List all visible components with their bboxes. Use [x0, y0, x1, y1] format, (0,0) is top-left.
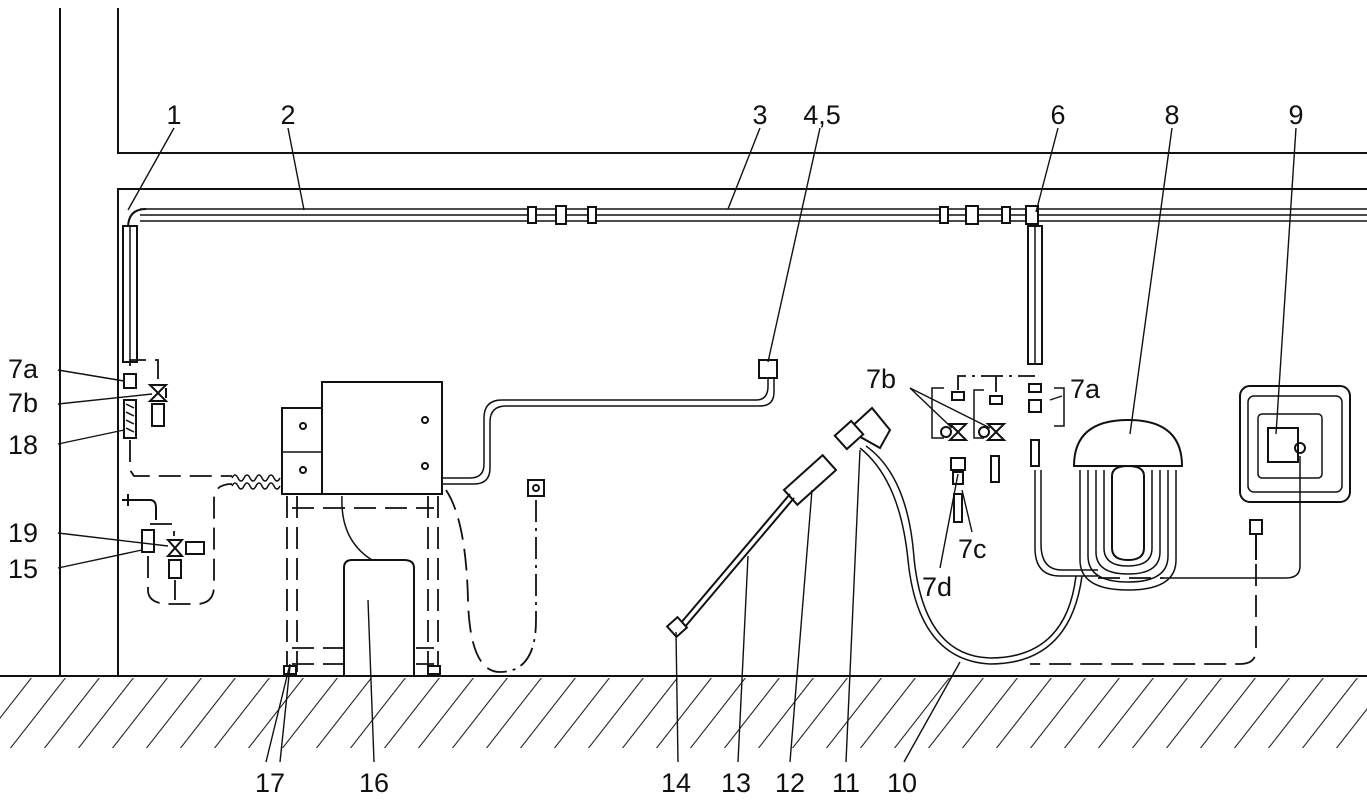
spray-gun [665, 406, 1083, 665]
building-walls [59, 8, 1367, 676]
callout-19: 19 [8, 518, 38, 548]
callout-7d: 7d [922, 572, 952, 602]
right-valve-options [931, 375, 1065, 523]
callout-7a-right: 7a [1070, 374, 1101, 404]
floor [0, 675, 1367, 748]
callout-16: 16 [359, 768, 389, 798]
left-valve-group [123, 359, 232, 477]
inlet-coil [231, 474, 281, 490]
callout-9: 9 [1288, 100, 1303, 130]
callout-18: 18 [8, 430, 38, 460]
callout-1: 1 [166, 100, 181, 130]
callout-13: 13 [721, 768, 751, 798]
power-cable [445, 479, 545, 673]
callout-4-5: 4,5 [803, 100, 841, 130]
right-down-pipe [1027, 225, 1043, 365]
hose-reel [1034, 418, 1184, 591]
control-box [1030, 385, 1351, 665]
main-unit [281, 381, 443, 495]
callout-14: 14 [661, 768, 691, 798]
callout-10: 10 [887, 768, 917, 798]
callout-7b-left: 7b [8, 388, 38, 418]
callout-6: 6 [1050, 100, 1065, 130]
callout-7b-right: 7b [866, 364, 896, 394]
callout-7a-left: 7a [8, 354, 39, 384]
callout-17: 17 [255, 768, 285, 798]
callout-7c: 7c [958, 534, 987, 564]
leader-lines [57, 127, 1297, 763]
callout-labels: 1 2 3 4,5 6 8 9 7a 7b 18 19 15 7b 7a 7c … [8, 100, 1304, 798]
callout-3: 3 [752, 100, 767, 130]
tap-valve-group [122, 483, 233, 605]
overhead-pipeline [127, 205, 1367, 229]
detergent-canister [341, 495, 415, 677]
callout-15: 15 [8, 554, 38, 584]
pressure-line-to-sensor [442, 359, 778, 485]
callout-8: 8 [1164, 100, 1179, 130]
callout-11: 11 [832, 768, 860, 798]
callout-12: 12 [775, 768, 805, 798]
callout-2: 2 [280, 100, 295, 130]
left-down-pipe [122, 225, 138, 363]
